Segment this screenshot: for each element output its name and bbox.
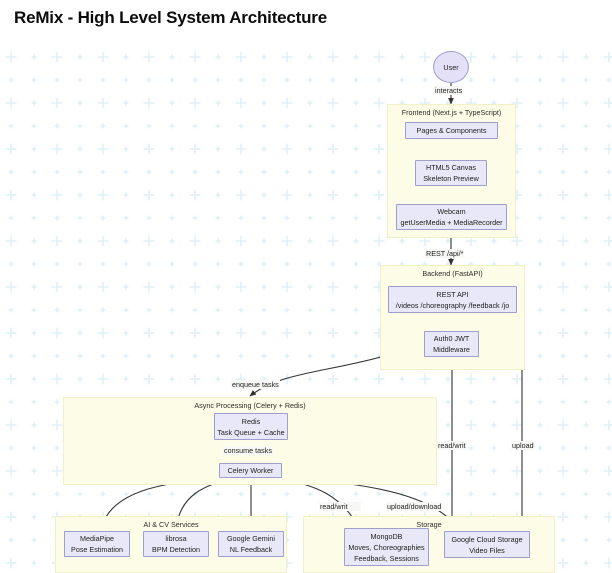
node-auth-line-1: Auth0 JWT (433, 334, 470, 343)
node-user[interactable]: User (433, 51, 469, 83)
edge-label-enqueue-tasks: enqueue tasks (231, 380, 280, 389)
cluster-storage-label: Storage (416, 520, 442, 529)
node-mongodb-line-3: Feedback, Sessions (354, 553, 419, 563)
edge-label-rest-api: REST /api/* (425, 249, 465, 258)
node-redis[interactable]: Redis Task Queue + Cache (214, 413, 288, 440)
node-librosa[interactable]: librosa BPM Detection (143, 531, 209, 557)
node-google-cloud-storage[interactable]: Google Cloud Storage Video Files (444, 531, 530, 558)
node-gcs-line-1: Google Cloud Storage (451, 534, 523, 544)
node-rest-api[interactable]: REST API /videos /choreography /feedback… (388, 286, 517, 313)
cluster-async-label: Async Processing (Celery + Redis) (194, 401, 306, 410)
node-pages-components[interactable]: Pages & Components (405, 122, 498, 139)
node-gemini-line-1: Google Gemini (227, 534, 275, 543)
node-gemini-line-2: NL Feedback (229, 545, 273, 554)
node-librosa-line-1: librosa (165, 534, 187, 543)
node-restapi-line-2: /videos /choreography /feedback /jo (395, 300, 510, 310)
node-canvas-line-2: Skeleton Preview (423, 174, 479, 183)
edge-label-backend-read-write: read/writ (437, 441, 467, 450)
node-mediapipe[interactable]: MediaPipe Pose Estimation (64, 531, 130, 557)
node-mongodb[interactable]: MongoDB Moves, Choreographies Feedback, … (344, 528, 429, 566)
edge-label-interacts: interacts (434, 86, 464, 95)
node-html5-canvas[interactable]: HTML5 Canvas Skeleton Preview (415, 160, 487, 186)
node-auth-line-2: Middleware (433, 345, 470, 354)
node-google-gemini[interactable]: Google Gemini NL Feedback (218, 531, 284, 557)
cluster-backend-label: Backend (FastAPI) (422, 269, 483, 278)
node-celery-line-1: Celery Worker (227, 466, 274, 475)
node-mongodb-line-1: MongoDB (370, 531, 403, 541)
node-webcam[interactable]: Webcam getUserMedia + MediaRecorder (396, 204, 507, 230)
node-restapi-line-1: REST API (436, 289, 469, 299)
node-gcs-line-2: Video Files (469, 545, 505, 555)
node-canvas-line-1: HTML5 Canvas (426, 163, 476, 172)
node-celery-worker[interactable]: Celery Worker (219, 463, 282, 478)
edge-label-celery-read-write: read/writ (319, 502, 361, 511)
node-pages-line-1: Pages & Components (416, 126, 487, 135)
node-librosa-line-2: BPM Detection (152, 545, 200, 554)
edge-backend-mongodb (439, 370, 453, 539)
cluster-frontend-label: Frontend (Next.js + TypeScript) (401, 108, 502, 117)
cluster-aicv-label: AI & CV Services (143, 520, 199, 529)
node-mediapipe-line-1: MediaPipe (80, 534, 114, 543)
node-user-label: User (443, 62, 459, 72)
edge-label-consume-tasks: consume tasks (223, 446, 273, 455)
edge-label-celery-upload-download: upload/download (386, 502, 442, 511)
node-redis-line-1: Redis (241, 416, 261, 426)
page-title: ReMix - High Level System Architecture (14, 8, 327, 27)
node-auth0-jwt[interactable]: Auth0 JWT Middleware (424, 331, 479, 357)
node-webcam-line-1: Webcam (437, 207, 466, 216)
edge-backend-async (249, 354, 389, 397)
edge-label-backend-upload: upload (511, 441, 535, 450)
node-webcam-line-2: getUserMedia + MediaRecorder (400, 218, 503, 227)
node-mongodb-line-2: Moves, Choreographies (348, 542, 425, 552)
node-mediapipe-line-2: Pose Estimation (71, 545, 123, 554)
node-redis-line-2: Task Queue + Cache (217, 427, 285, 437)
